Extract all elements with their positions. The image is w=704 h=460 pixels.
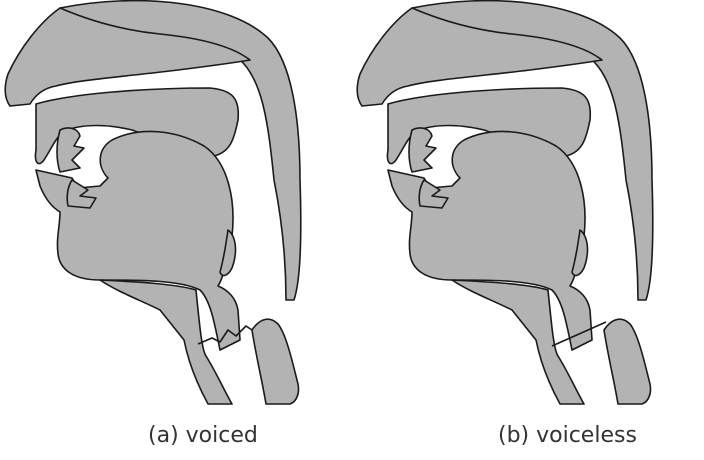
vocal-tract-diagram-voiced <box>0 0 352 410</box>
arytenoid <box>252 319 299 404</box>
caption-voiceless: (b) voiceless <box>498 423 637 448</box>
panel-voiceless: (b) voiceless <box>352 0 704 460</box>
caption-voiced: (a) voiced <box>148 423 258 448</box>
upper-teeth <box>409 128 436 172</box>
panel-voiced: (a) voiced <box>0 0 352 460</box>
vocal-tract-diagram-voiceless <box>352 0 704 410</box>
upper-teeth <box>57 128 84 172</box>
arytenoid <box>604 319 651 404</box>
